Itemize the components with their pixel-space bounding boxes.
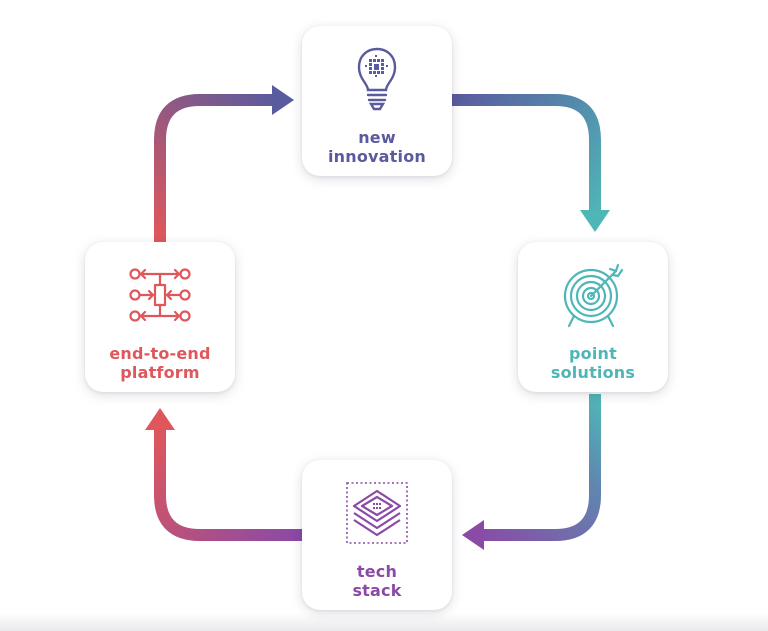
card-tech-stack: tech stack <box>302 460 452 610</box>
target-icon <box>563 263 624 328</box>
label-point-solutions: point solutions <box>551 344 635 382</box>
label-line-2: platform <box>120 363 200 382</box>
connector-innovation-to-point <box>452 94 610 232</box>
lightbulb-icon <box>357 47 397 111</box>
connector-point-to-tech <box>462 394 601 550</box>
page-bottom-shade <box>0 613 768 631</box>
label-new-innovation: new innovation <box>328 128 426 166</box>
label-line-1: new <box>358 128 396 147</box>
layers-icon <box>346 482 408 544</box>
card-point-solutions: point solutions <box>518 242 668 392</box>
arrowhead-right <box>272 85 294 115</box>
connector-tech-to-platform <box>145 408 302 541</box>
arrowhead-down <box>580 210 610 232</box>
label-line-2: innovation <box>328 147 426 166</box>
label-line-2: solutions <box>550 363 636 382</box>
arrowhead-up <box>145 408 175 430</box>
label-line-1: end-to-end <box>109 344 211 363</box>
label-line-1: point <box>569 344 617 363</box>
card-new-innovation: new innovation <box>302 26 452 176</box>
label-line-1: tech <box>356 562 398 581</box>
arrowhead-left <box>462 520 484 550</box>
label-tech-stack: tech stack <box>352 562 401 600</box>
label-end-to-end-platform: end-to-end platform <box>109 344 210 382</box>
card-end-to-end-platform: end-to-end platform <box>85 242 235 392</box>
circuit-platform-icon <box>129 268 191 322</box>
connector-platform-to-innovation <box>154 85 294 242</box>
label-line-2: stack <box>352 581 402 600</box>
